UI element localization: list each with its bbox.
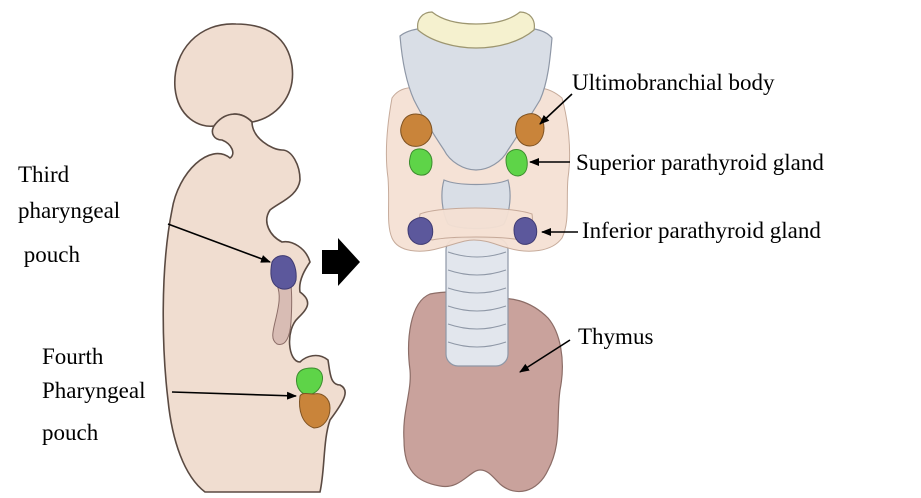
fourth-pouch-line3: pouch: [42, 420, 99, 445]
inferior-parathyroid-left: [408, 217, 433, 244]
adult-neck: [386, 12, 569, 492]
third-pouch-line2: pharyngeal: [18, 198, 120, 223]
inferior-parathyroid-right: [514, 217, 537, 244]
third-pouch-line1: Third: [18, 162, 70, 187]
ultimobranchial-body-right: [516, 114, 544, 146]
label-fourth-pouch: Fourth Pharyngeal pouch: [42, 344, 145, 445]
superior-parathyroid-right: [506, 149, 527, 176]
fourth-pouch-line2: Pharyngeal: [42, 378, 145, 403]
ultimobranchial-body-left: [401, 114, 432, 146]
superior-parathyroid-left: [409, 149, 432, 175]
ultimobranchial-body-label: Ultimobranchial body: [572, 70, 775, 95]
third-pouch-line3: pouch: [18, 242, 80, 267]
embryo-head: [175, 24, 293, 126]
label-third-pouch: Third pharyngeal pouch: [18, 162, 120, 267]
embryo-body: [163, 114, 345, 492]
superior-parathyroid-label: Superior parathyroid gland: [576, 150, 824, 175]
right-arrow-icon: [322, 238, 360, 286]
trachea: [446, 238, 508, 366]
embryo-pharynx: [163, 24, 345, 492]
thymus-label: Thymus: [578, 324, 653, 349]
inferior-parathyroid-label: Inferior parathyroid gland: [582, 218, 821, 243]
third-pharyngeal-pouch: [271, 256, 296, 289]
fourth-pouch-line1: Fourth: [42, 344, 104, 369]
